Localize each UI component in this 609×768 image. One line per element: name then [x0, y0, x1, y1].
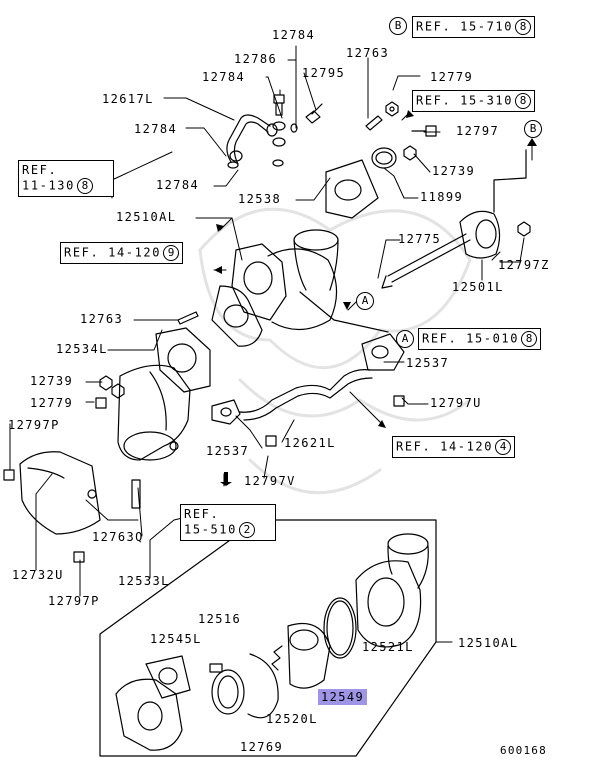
part-label: 12769 [240, 740, 284, 754]
part-label: 12739 [432, 164, 476, 178]
part-label: 12510AL [458, 636, 519, 650]
ref-text: REF. 15-010 [422, 331, 520, 346]
oil-return-pipe [211, 333, 405, 447]
part-label: 12520L [266, 712, 318, 726]
ref-number-circle: 8 [515, 93, 532, 109]
part-label: 12779 [430, 70, 474, 84]
diagram-code: 600168 [500, 744, 547, 757]
ref-text: 11-130 [22, 178, 75, 193]
part-label: 12784 [202, 70, 246, 84]
ref-number-circle: 4 [495, 439, 512, 455]
part-label: 12617L [102, 92, 154, 106]
ref-text: REF. 14-120 [396, 439, 494, 454]
ref-number-circle: 8 [515, 19, 532, 35]
part-label: 12795 [302, 66, 346, 80]
turbo-exploded-detail [115, 533, 429, 751]
ref-number-circle: 8 [521, 331, 538, 347]
direction-arrows [214, 110, 537, 486]
connector-a-circle: A [396, 330, 414, 348]
part-label: 12763 [80, 312, 124, 326]
part-label: 12797V [244, 474, 296, 488]
exhaust-elbow [95, 364, 191, 509]
part-label: 12510AL [116, 210, 177, 224]
part-label: 11899 [420, 190, 464, 204]
gasket-12534L [155, 327, 211, 393]
part-label: 12501L [452, 280, 504, 294]
leader-lines [9, 45, 525, 643]
stud-12763 [177, 311, 199, 325]
part-label: 12784 [134, 122, 178, 136]
connector-b-circle: B [524, 120, 542, 138]
turbocharger-upper [211, 229, 389, 347]
ref-text: 15-510 [184, 522, 237, 537]
ref-text: REF. [184, 507, 220, 521]
part-label: 12521L [362, 640, 414, 654]
connector-b-circle: B [389, 17, 407, 35]
part-label: 12779 [30, 396, 74, 410]
part-label: 12534L [56, 342, 108, 356]
ref-number-circle: 9 [163, 245, 180, 261]
watermark [198, 207, 472, 495]
wastegate-actuator [381, 149, 531, 289]
part-label: 12786 [234, 52, 278, 66]
ref-text: REF. 15-310 [416, 93, 514, 108]
part-label: 12763 [346, 46, 390, 60]
part-label-highlighted[interactable]: 12549 [318, 689, 368, 705]
part-label: 12775 [398, 232, 442, 246]
part-label: 12784 [156, 178, 200, 192]
part-label: 12797 [456, 124, 500, 138]
heat-shield [3, 451, 101, 563]
part-label: 12763Q [92, 530, 144, 544]
ref-text: REF. 14-120 [64, 245, 162, 260]
ref-text: REF. 15-710 [416, 19, 514, 34]
part-label: 12545L [150, 632, 202, 646]
gaskets-upper [325, 101, 437, 219]
ref-number-circle: 2 [238, 522, 255, 538]
part-label: 12537 [406, 356, 450, 370]
highlighted-part-number[interactable]: 12549 [318, 689, 368, 705]
part-label: 12784 [272, 28, 316, 42]
part-label: 12537 [206, 444, 250, 458]
part-label: 12538 [238, 192, 282, 206]
part-label: 12533L [118, 574, 170, 588]
ref-text: REF. [22, 163, 58, 177]
part-label: 12516 [198, 612, 242, 626]
part-label: 12797P [48, 594, 100, 608]
ref-number-circle: 8 [76, 178, 93, 194]
part-label: 12739 [30, 374, 74, 388]
part-label: 12621L [284, 436, 336, 450]
part-label: 12797Z [498, 258, 550, 272]
part-label: 12797U [430, 396, 482, 410]
part-label: 12732U [12, 568, 64, 582]
oil-feed-fittings [226, 94, 383, 169]
connector-a-circle: A [356, 292, 374, 310]
part-label: 12797P [8, 418, 60, 432]
